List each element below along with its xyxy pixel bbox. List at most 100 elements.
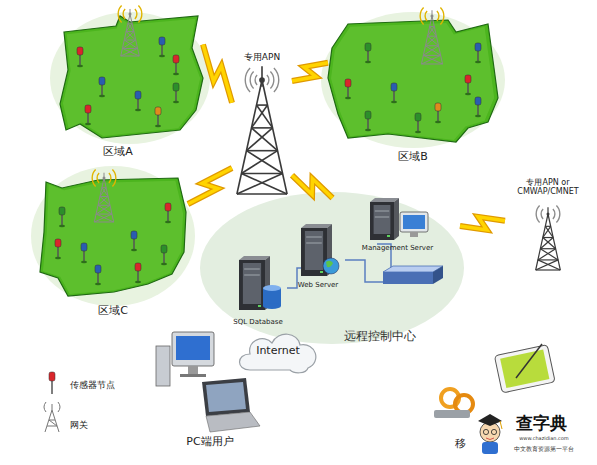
svg-g — [421, 10, 442, 64]
svg-rect — [173, 83, 179, 91]
svg-line — [241, 151, 277, 174]
svg-polygon — [40, 178, 186, 296]
svg-rect — [320, 271, 323, 273]
svg-line — [246, 151, 282, 174]
svg-path — [553, 209, 555, 219]
svg-circle — [483, 429, 488, 434]
svg-rect — [305, 231, 323, 270]
svg-rect — [180, 374, 206, 377]
svg-rect — [173, 55, 179, 63]
svg-rect — [77, 47, 83, 55]
svg-ellipse — [263, 303, 281, 309]
svg-ellipse — [95, 283, 101, 285]
node-label: Internet — [236, 345, 320, 358]
svg-ellipse — [200, 192, 464, 344]
svg-polyline — [292, 63, 328, 81]
svg-ellipse — [165, 221, 171, 223]
svg-line — [425, 45, 438, 46]
svg-ellipse — [155, 125, 161, 127]
svg-line — [423, 55, 442, 64]
svg-line — [122, 48, 139, 56]
svg-line — [540, 238, 553, 249]
svg-polyline — [188, 168, 232, 204]
svg-path — [420, 8, 423, 25]
svg-line — [540, 248, 555, 249]
svg-polygon — [301, 224, 332, 228]
svg-line — [375, 211, 389, 212]
svg-line — [536, 260, 558, 270]
svg-g — [536, 206, 560, 223]
svg-rect — [475, 43, 481, 51]
svg-polygon — [63, 19, 200, 136]
svg-polyline — [292, 63, 328, 81]
watermark-text: www.chazidian.com — [496, 436, 592, 442]
svg-line — [126, 31, 134, 32]
svg-rect — [95, 265, 101, 273]
wireless-link — [203, 45, 232, 103]
svg-line — [237, 173, 283, 194]
svg-line — [121, 56, 139, 57]
svg-ellipse — [415, 131, 421, 133]
svg-line — [251, 128, 277, 151]
svg-line — [421, 64, 442, 65]
wireless-link — [460, 217, 505, 230]
svg-polyline — [292, 175, 333, 198]
svg-polygon — [328, 20, 498, 142]
svg-rect — [465, 75, 471, 83]
svg-polygon — [202, 378, 250, 416]
svg-polyline — [203, 45, 232, 103]
wireless-link — [292, 63, 328, 81]
svg-rect — [165, 203, 171, 211]
svg-circle — [259, 77, 265, 83]
svg-rect — [387, 235, 390, 237]
svg-rect — [243, 263, 261, 304]
management-server: Management Server — [350, 194, 445, 254]
svg-path — [270, 72, 273, 89]
svg-rect — [400, 212, 428, 232]
svg-line — [428, 36, 437, 37]
svg-line — [52, 410, 59, 432]
svg-path — [486, 438, 494, 440]
region-c-shape — [38, 172, 188, 300]
region-c: 区域C — [38, 172, 188, 300]
svg-line — [423, 46, 438, 56]
svg-rect — [482, 442, 498, 454]
svg-rect — [403, 215, 425, 229]
svg-polygon — [433, 266, 443, 284]
svg-circle — [547, 213, 550, 216]
internet-cloud: Internet — [236, 328, 320, 374]
svg-line — [52, 404, 53, 410]
node-label: PC端用户 — [170, 436, 250, 449]
svg-line — [536, 269, 561, 270]
svg-line — [94, 214, 112, 222]
node-label: SQL Database — [225, 318, 291, 326]
legend-sensor-icon — [49, 372, 55, 394]
svg-g — [494, 345, 555, 393]
svg-polygon — [43, 181, 183, 294]
svg-rect — [239, 260, 265, 310]
control-center: 远程控制中心Management ServerWeb ServerSQL Dat… — [205, 198, 460, 338]
svg-line — [246, 128, 272, 151]
node-label: 专用APN — [217, 52, 307, 62]
svg-polygon — [383, 266, 443, 272]
gateway-tower-shape — [232, 52, 292, 197]
svg-rect — [188, 366, 198, 374]
svg-g — [420, 8, 444, 25]
svg-line — [121, 48, 138, 56]
legend-gateway-icon — [44, 402, 60, 432]
node-label: 区域C — [73, 305, 153, 318]
svg-ellipse — [161, 263, 167, 265]
svg-path — [112, 170, 115, 187]
svg-rect — [410, 232, 418, 237]
svg-line — [423, 55, 440, 56]
svg-line — [425, 36, 436, 46]
svg-path — [267, 75, 269, 85]
svg-line — [306, 243, 322, 244]
svg-rect — [258, 305, 261, 307]
svg-rect — [500, 350, 549, 388]
svg-ellipse — [173, 101, 179, 103]
svg-line — [500, 421, 502, 429]
node-label: 远程控制中心 — [315, 330, 445, 344]
svg-g — [92, 170, 116, 187]
